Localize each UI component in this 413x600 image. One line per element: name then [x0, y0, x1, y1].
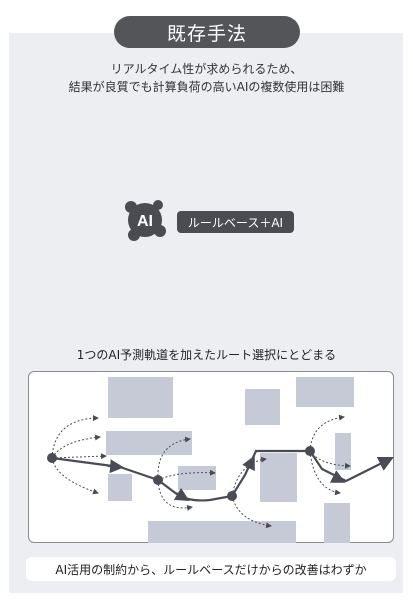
route-diagram [47, 377, 394, 543]
obstacle [335, 433, 351, 470]
candidate-path [51, 457, 99, 495]
route-node [47, 453, 57, 463]
ai-icon-text: AI [137, 213, 153, 230]
obstacle [148, 521, 296, 543]
method-label: ルールベース＋AI [177, 211, 294, 233]
description-line-1: リアルタイム性が求められるため、 [110, 62, 303, 76]
obstacle [296, 377, 354, 407]
description-line-2: 結果が良質でも計算負荷の高いAIの複数使用は困難 [68, 80, 345, 94]
obstacle [260, 453, 297, 502]
route-arrow [329, 470, 346, 483]
candidate-path [51, 453, 107, 460]
footer-note: AI活用の制約から、ルールベースだけからの改善はわずか [26, 557, 396, 581]
obstacles [106, 377, 354, 543]
obstacle [108, 474, 132, 501]
obstacle [324, 503, 350, 543]
route-node [227, 491, 237, 501]
candidate-path [157, 469, 216, 481]
route-arrow [107, 459, 124, 474]
ai-gear-icon: AI [125, 200, 166, 241]
route-nodes [47, 446, 315, 501]
route-arrow [173, 487, 190, 502]
obstacle [108, 377, 173, 418]
obstacle [178, 466, 216, 490]
obstacle [245, 389, 280, 425]
route-node [153, 475, 163, 485]
candidate-path [309, 450, 341, 496]
route-arrow [242, 455, 255, 472]
obstacle [106, 431, 192, 455]
candidate-path [51, 434, 101, 459]
route-node [305, 446, 315, 456]
candidate-path [157, 436, 191, 481]
candidate-path [157, 479, 193, 511]
page-title: 既存手法 [114, 16, 300, 48]
candidate-path [51, 415, 99, 459]
diagram-caption: 1つのAI予測軌道を加えたルート選択にとどまる [76, 348, 337, 362]
